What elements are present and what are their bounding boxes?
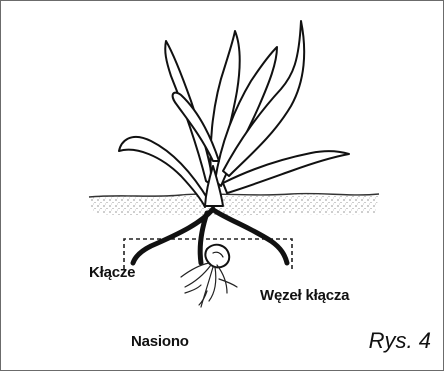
plant-leaves: [119, 21, 349, 207]
label-rhizome-node: Węzeł kłącza: [260, 287, 349, 304]
seed-roots: [181, 263, 237, 307]
label-seed: Nasiono: [131, 333, 189, 350]
soil-surface: [89, 194, 379, 216]
plant-rhizome: [133, 209, 287, 267]
label-rhizome: Kłącze: [89, 264, 135, 281]
figure-caption: Rys. 4: [369, 328, 431, 354]
